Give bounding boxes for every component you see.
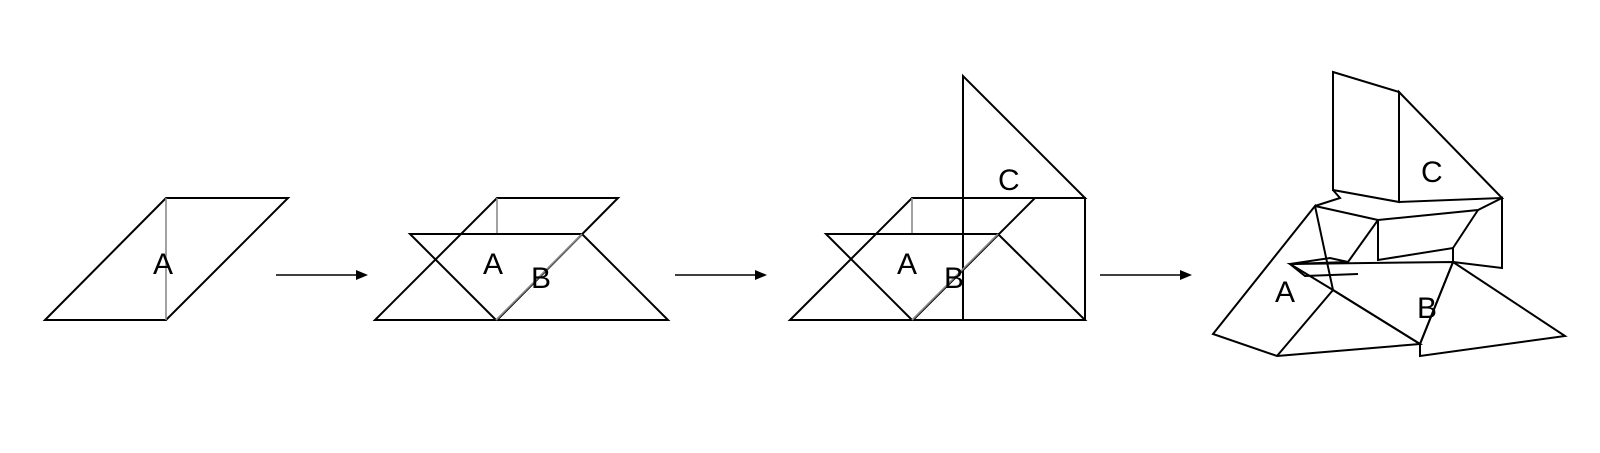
piece-b-label: B [944, 262, 964, 295]
piece-c-back-panel [1332, 70, 1400, 204]
arrow-3 [1100, 270, 1192, 280]
piece-b-lip [1287, 256, 1359, 278]
middle-block-top [1314, 196, 1503, 270]
step-2: A B [372, 197, 671, 321]
middle-block-edge-2 [1452, 209, 1479, 249]
step-1: A [42, 197, 291, 321]
piece-b-fold-line [911, 233, 999, 321]
piece-a-parallelogram [42, 197, 291, 321]
arrow-1 [276, 270, 368, 280]
arrow-2-head [755, 270, 767, 280]
piece-c-triangle [962, 73, 1088, 199]
step-3: A B C [787, 73, 1088, 321]
piece-a-parallelogram [787, 197, 1038, 321]
piece-a-label: A [897, 248, 917, 281]
piece-c-label: C [998, 164, 1020, 197]
piece-b-side [1419, 260, 1568, 358]
piece-b-fold-line [495, 233, 583, 321]
arrow-2 [675, 270, 767, 280]
step-4: A B C [1211, 70, 1568, 358]
piece-a-label: A [1275, 276, 1295, 309]
piece-a-label: A [483, 248, 503, 281]
piece-b-triangle [823, 233, 1088, 321]
piece-c-foot [1314, 189, 1342, 207]
arrow-1-head [356, 270, 368, 280]
piece-a-label: A [153, 248, 173, 281]
middle-block-edge [1347, 219, 1379, 263]
piece-c-label: C [1421, 156, 1443, 189]
piece-b-label: B [1417, 292, 1437, 325]
piece-b-triangle [407, 233, 671, 321]
piece-c-triangle [1398, 89, 1505, 204]
piece-a-parallelogram [372, 197, 621, 321]
piece-a-triangle [1211, 203, 1335, 358]
piece-b-label: B [531, 262, 551, 295]
arrow-3-head [1180, 270, 1192, 280]
